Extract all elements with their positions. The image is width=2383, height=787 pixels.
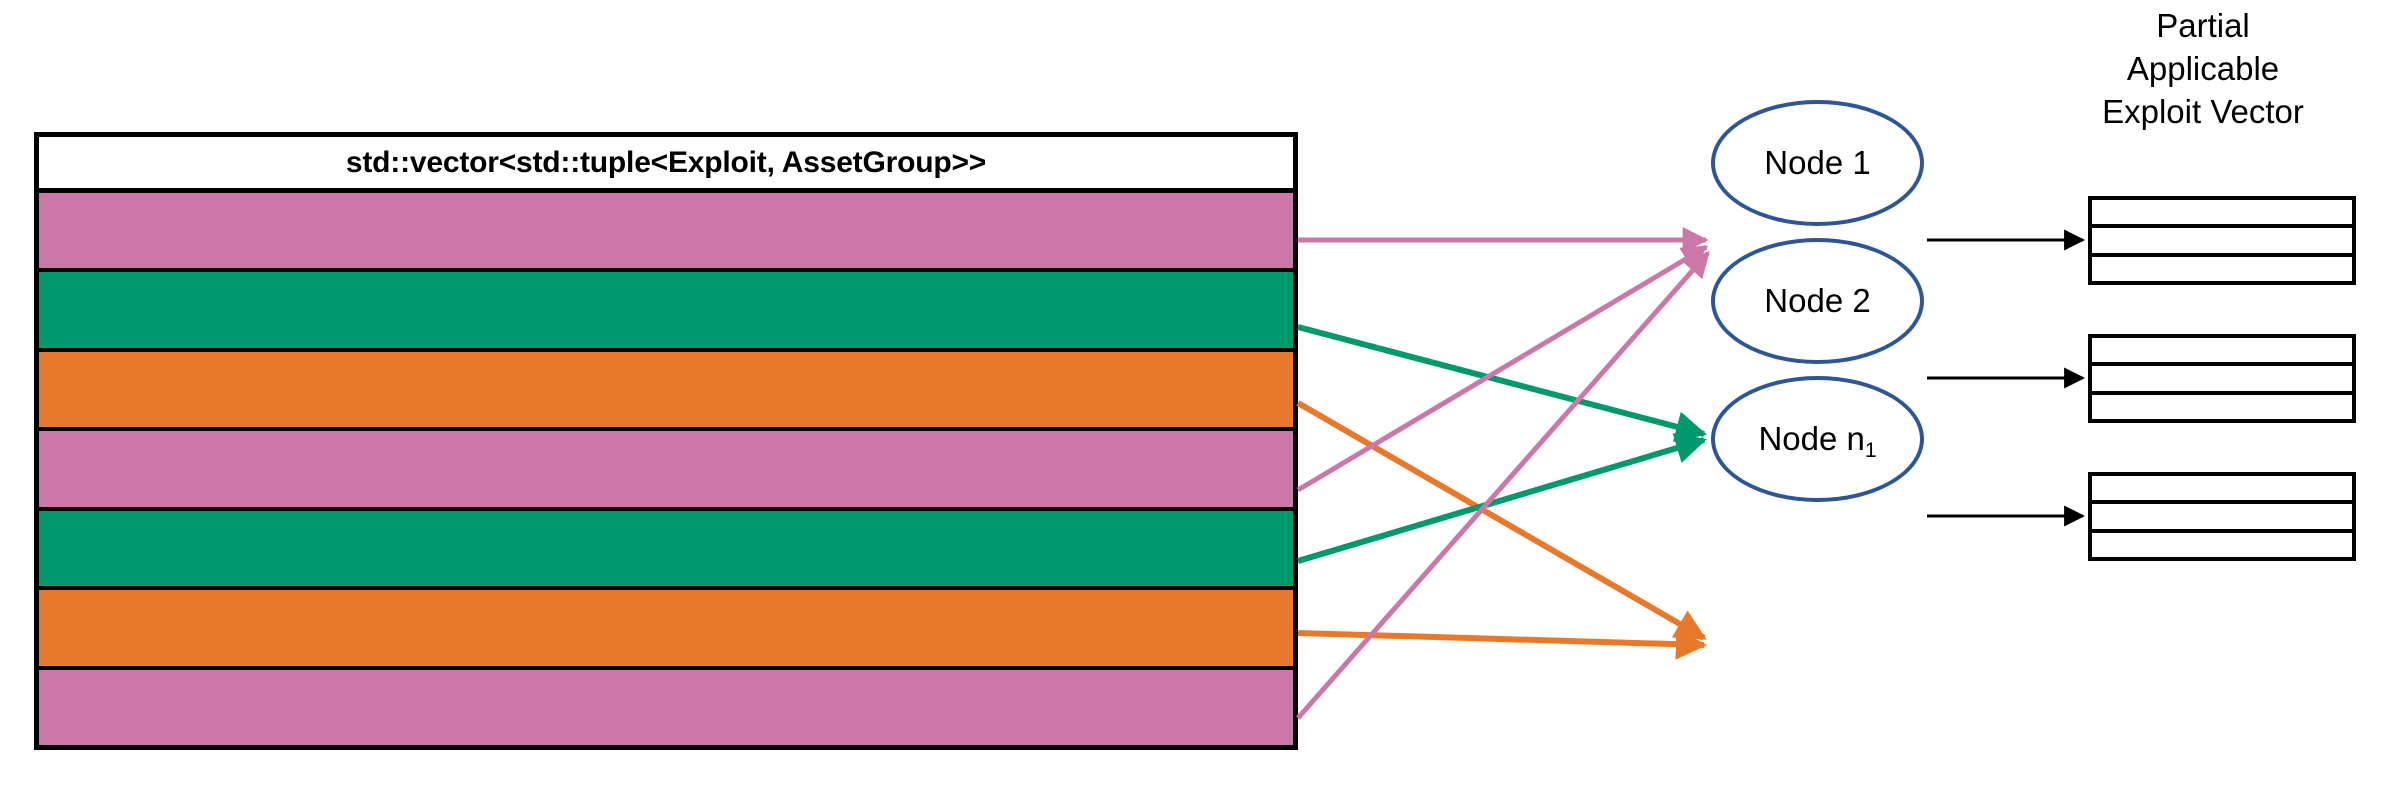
node-n1-label: Node n1: [1758, 420, 1876, 462]
partial-exploit-vector-1: [2088, 196, 2356, 285]
pav-2-cell-1[interactable]: [2092, 338, 2352, 367]
edge-row2-to-node2: [1297, 324, 1708, 442]
node-1-label: Node 1: [1764, 144, 1871, 181]
vector-row-7[interactable]: [39, 669, 1293, 745]
node-n1-label-base: Node n: [1758, 420, 1865, 457]
partial-exploit-vector-3: [2088, 472, 2356, 561]
vector-row-5[interactable]: [39, 510, 1293, 591]
vector-row-2[interactable]: [39, 272, 1293, 352]
pav-1-cell-2[interactable]: [2092, 228, 2352, 257]
vector-row-6[interactable]: [39, 590, 1293, 670]
caption-line-3: Exploit Vector: [2102, 93, 2304, 130]
pav-2-cell-3[interactable]: [2092, 395, 2352, 419]
edge-row4-to-node1: [1296, 244, 1709, 493]
partial-applicable-exploit-vector-caption: Partial Applicable Exploit Vector: [2033, 4, 2373, 133]
node-n1-subscript: 1: [1864, 439, 1877, 462]
pav-3-cell-1[interactable]: [2092, 476, 2352, 505]
partial-exploit-vector-2: [2088, 334, 2356, 423]
pav-3-cell-2[interactable]: [2092, 504, 2352, 533]
edge-row6-to-noden: [1297, 628, 1708, 660]
exploit-assetgroup-vector: std::vector<std::tuple<Exploit, AssetGro…: [34, 132, 1298, 750]
node-1[interactable]: Node 1: [1711, 100, 1924, 226]
pav-2-cell-2[interactable]: [2092, 366, 2352, 395]
edge-row7-to-node1: [1296, 251, 1710, 720]
pav-1-cell-1[interactable]: [2092, 200, 2352, 229]
node-2[interactable]: Node 2: [1711, 238, 1924, 364]
vector-row-3[interactable]: [39, 351, 1293, 432]
pav-3-cell-3[interactable]: [2092, 533, 2352, 557]
vector-type-header: std::vector<std::tuple<Exploit, AssetGro…: [39, 137, 1293, 193]
pav-1-cell-3[interactable]: [2092, 257, 2352, 281]
node-n1[interactable]: Node n1: [1711, 376, 1924, 502]
edge-row3-to-noden: [1296, 400, 1707, 641]
edge-row5-to-node2: [1297, 433, 1707, 564]
vector-row-1[interactable]: [39, 193, 1293, 273]
caption-line-1: Partial: [2156, 7, 2250, 44]
vector-row-4[interactable]: [39, 431, 1293, 511]
caption-line-2: Applicable: [2126, 50, 2280, 87]
node-2-label: Node 2: [1764, 282, 1871, 319]
